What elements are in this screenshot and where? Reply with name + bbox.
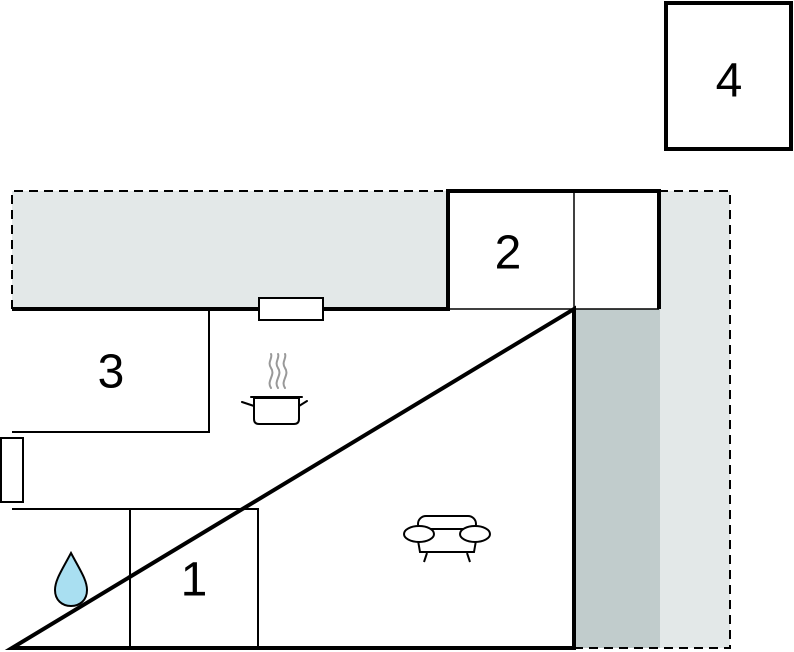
room-label-4: 4 [716,55,743,108]
room-label-2: 2 [495,227,522,280]
room-label-1: 1 [181,554,208,607]
cooking-pot-icon [241,353,308,425]
covered-terrace [574,309,660,648]
room-1-walls [12,508,259,648]
room-3-walls [12,309,210,433]
room-label-3: 3 [98,346,125,399]
water-drop-icon [53,550,89,608]
room-4-box [664,1,793,151]
terrace-right [659,191,730,648]
terrace-outline [11,190,731,649]
armchair-icon [403,515,491,563]
window-left [0,437,24,503]
terrace-top [12,191,448,309]
window-top [258,297,324,321]
